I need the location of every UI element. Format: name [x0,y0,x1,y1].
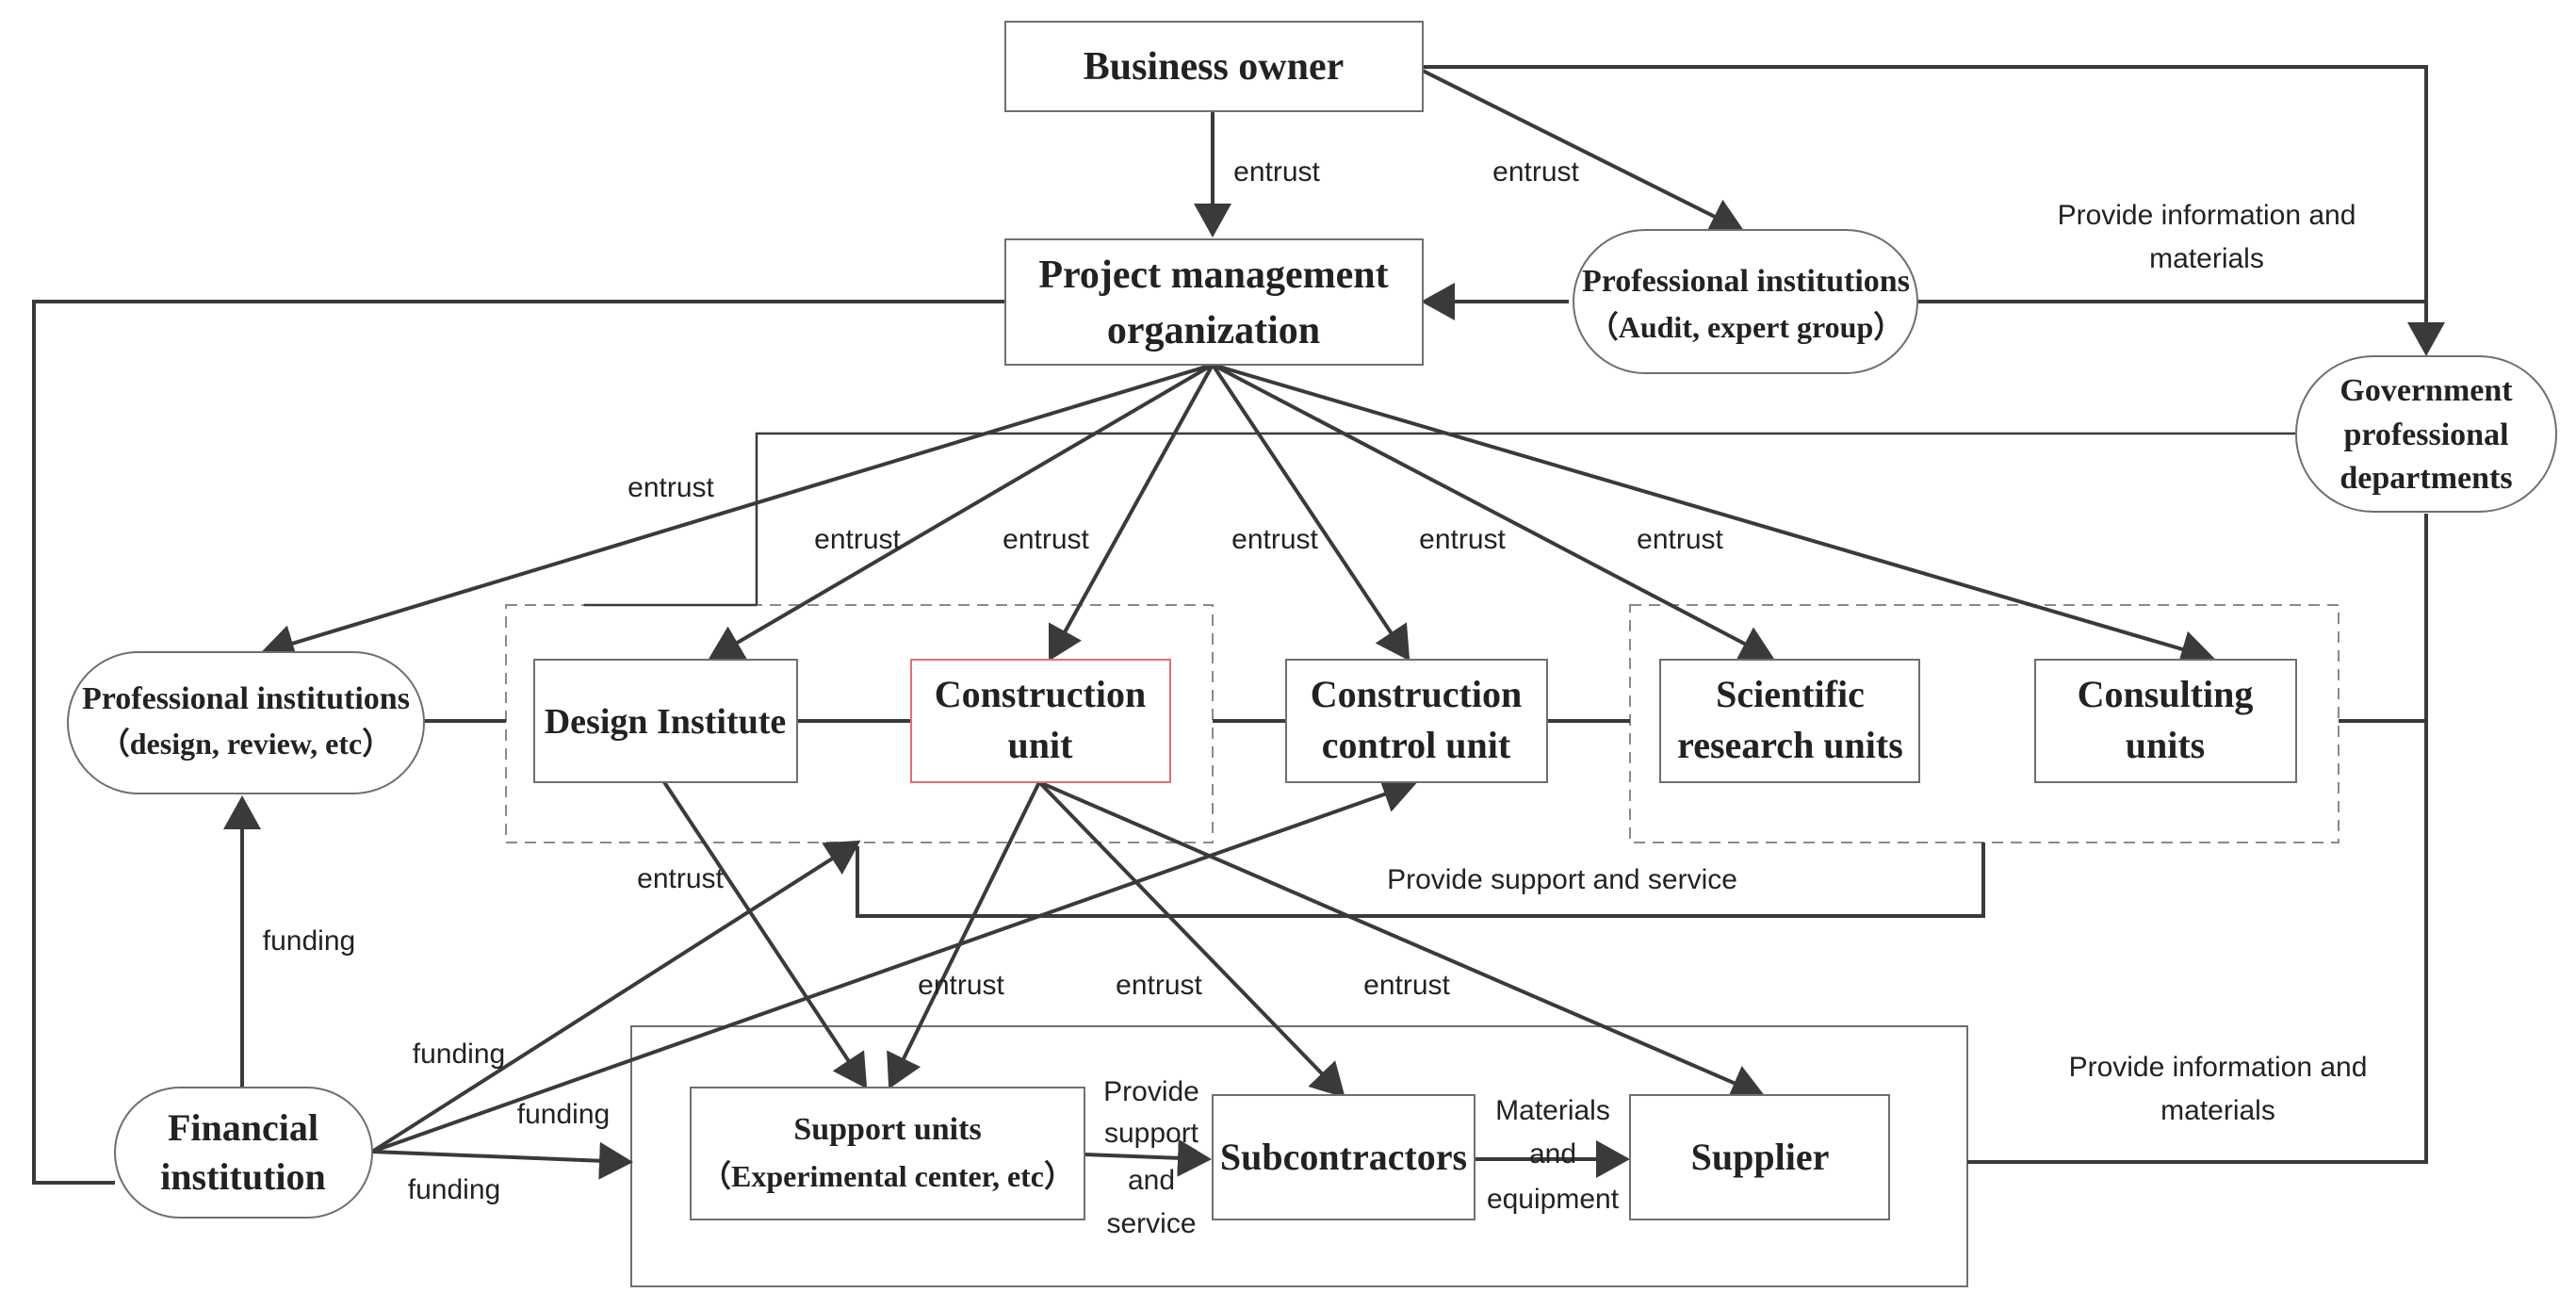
prof-design-label-2: （design, review, etc） [100,727,392,761]
support-units-node: Support units （Experimental center, etc） [690,1087,1085,1220]
edge-label-funding: funding [517,1099,610,1130]
construction-unit-label-1: Construction [935,673,1146,715]
consulting-label-1: Consulting [2078,673,2254,715]
edge-label-materials-3: equipment [1487,1184,1620,1215]
construction-unit-label-2: unit [1008,724,1074,766]
edge-label-provide-info-1: Provide information and [2069,1052,2368,1083]
supplier-node: Supplier [1629,1094,1890,1220]
prof-design-node: Professional institutions （design, revie… [67,651,425,794]
edge-label-provide-support-4: service [1106,1208,1196,1239]
support-units-label-2: （Experimental center, etc） [701,1159,1074,1193]
prof-audit-label-1: Professional institutions [1582,264,1910,299]
consulting-node: Consulting units [2034,659,2297,783]
construction-control-label-2: control unit [1322,724,1511,766]
business-owner-node: Business owner [1004,21,1424,112]
financial-label-2: institution [160,1155,326,1198]
financial-label-1: Financial [168,1106,318,1149]
construction-unit-node: Construction unit [910,659,1171,783]
support-units-label-1: Support units [793,1112,981,1147]
arrows [223,69,2215,1180]
construction-control-label-1: Construction [1311,673,1522,715]
edge-label-entrust: entrust [918,970,1004,1001]
edge-label-provide-support: Provide support and service [1387,864,1737,895]
scientific-research-node: Scientific research units [1659,659,1920,783]
construction-control-node: Construction control unit [1285,659,1548,783]
edge-label-entrust: entrust [1231,524,1318,555]
edge-label-provide-info-1: Provide information and [2058,200,2356,231]
edge-label-provide-support-3: and [1128,1165,1175,1196]
edge-label-materials-2: and [1529,1138,1576,1170]
government-label-2: professional [2343,417,2508,452]
edge-label-entrust: entrust [1363,970,1450,1001]
scientific-research-label-1: Scientific [1716,673,1865,715]
business-owner-label: Business owner [1084,45,1345,89]
edge-label-entrust: entrust [1492,156,1579,188]
edge-label-provide-support-1: Provide [1103,1076,1199,1107]
edge-label-provide-info-2: materials [2160,1095,2275,1126]
edge-label-entrust: entrust [628,472,714,503]
consulting-label-2: units [2126,724,2206,766]
prof-design-label-1: Professional institutions [82,681,410,716]
edge-label-entrust: entrust [1637,524,1723,555]
government-node: Government professional departments [2295,355,2557,513]
financial-node: Financial institution [114,1087,373,1219]
prof-audit-node: Professional institutions （Audit, expert… [1573,229,1918,374]
edge-label-funding: funding [408,1174,500,1205]
edge-label-entrust: entrust [637,863,724,894]
edge-label-materials-1: Materials [1495,1095,1610,1126]
government-label-1: Government [2340,373,2513,408]
design-institute-node: Design Institute [533,659,798,783]
edge-label-entrust: entrust [1233,156,1320,188]
edge-label-provide-support-2: support [1104,1118,1199,1149]
scientific-research-label-2: research units [1677,724,1903,766]
edge-label-provide-info-2: materials [2149,243,2264,274]
edge-label-entrust: entrust [1116,970,1202,1001]
government-label-3: departments [2340,461,2512,496]
supplier-label: Supplier [1691,1136,1830,1178]
subcontractors-node: Subcontractors [1212,1094,1475,1220]
design-institute-label: Design Institute [545,702,787,742]
prof-audit-label-2: （Audit, expert group） [1589,310,1904,344]
edge-label-funding: funding [263,925,355,957]
project-management-label-2: organization [1107,309,1320,352]
connector-lines [32,65,2445,1185]
edge-label-entrust: entrust [1003,524,1089,555]
project-management-node: Project management organization [1004,238,1424,366]
edge-labels: entrust entrust entrust entrust entrust … [263,156,2368,1239]
subcontractors-label: Subcontractors [1220,1136,1467,1178]
edge-label-entrust: entrust [1419,524,1506,555]
edge-label-funding: funding [413,1039,505,1070]
edge-label-entrust: entrust [814,524,901,555]
project-management-label-1: Project management [1038,254,1388,297]
